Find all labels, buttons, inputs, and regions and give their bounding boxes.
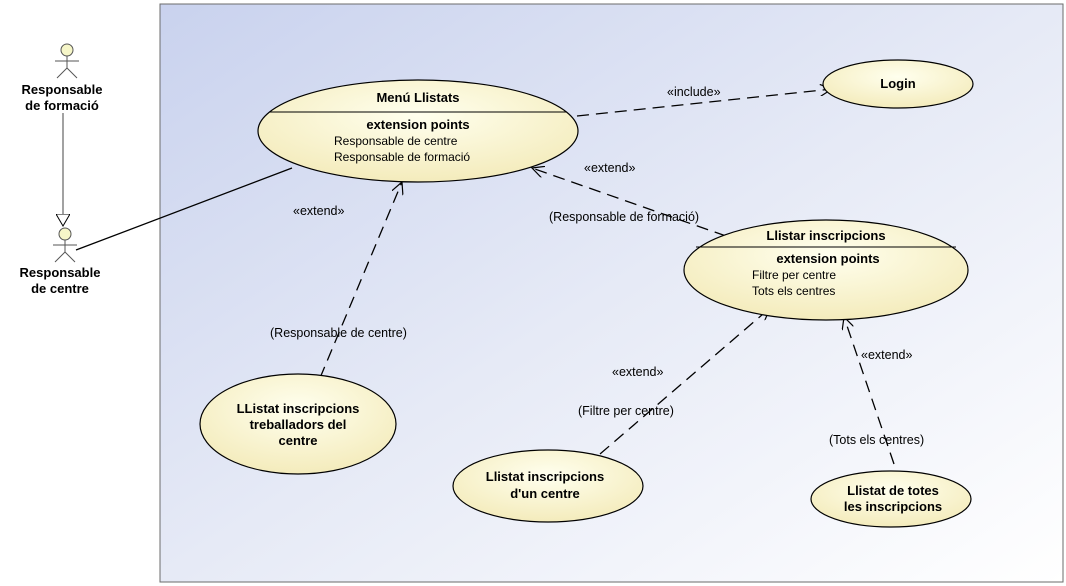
use-case-title: Llistar inscripcions [766,228,885,243]
actor-label-line: Responsable [20,265,101,280]
include-label: «include» [667,85,721,99]
use-case-title: Menú Llistats [376,90,459,105]
extension-points-header: extension points [366,117,469,132]
use-case-llistar-inscripcions[interactable]: Llistar inscripcions extension points Fi… [683,219,969,321]
extend-arrow-treballadors [319,182,402,379]
use-case-title-line: d'un centre [510,486,580,501]
actor-label-line: de formació [25,98,99,113]
condition-label: (Responsable de formació) [549,210,699,224]
use-case-login[interactable]: Login [822,59,974,109]
include-arrow [576,89,832,117]
stick-figure-icon [53,227,77,263]
use-case-title-line: LListat inscripcions [237,401,360,416]
use-case-llistat-un-centre[interactable]: Llistat inscripcions d'un centre [452,449,644,523]
extend-label: «extend» [861,348,912,362]
use-case-title-line: Llistat inscripcions [486,469,604,484]
extension-point: Responsable de centre [334,134,458,148]
extension-points-header: extension points [776,251,879,266]
actor-responsable-centre[interactable]: Responsable de centre [20,227,101,296]
actor-label-line: Responsable [22,82,103,97]
use-case-menu-llistats[interactable]: Menú Llistats extension points Responsab… [257,79,579,183]
condition-label: (Responsable de centre) [270,326,407,340]
extend-label: «extend» [584,161,635,175]
extend-label: «extend» [612,365,663,379]
use-case-llistat-totes[interactable]: Llistat de totes les inscripcions [810,470,972,528]
extend-arrow-totes [844,317,895,465]
condition-label: (Filtre per centre) [578,404,674,418]
extension-point: Filtre per centre [752,268,836,282]
actor-responsable-formacio[interactable]: Responsable de formació [22,43,103,113]
condition-label: (Tots els centres) [829,433,924,447]
use-case-title: Login [880,76,915,91]
extension-point: Responsable de formació [334,150,470,164]
use-case-title-line: treballadors del [250,417,347,432]
use-case-title-line: centre [278,433,317,448]
extension-point: Tots els centres [752,284,835,298]
use-case-title-line: les inscripcions [844,499,942,514]
stick-figure-icon [55,43,79,79]
use-case-title-line: Llistat de totes [847,483,939,498]
use-case-llistat-treballadors[interactable]: LListat inscripcions treballadors del ce… [199,373,397,475]
association-line [75,167,293,251]
extend-label: «extend» [293,204,344,218]
extend-arrow-llistar [532,168,727,237]
actor-label-line: de centre [31,281,89,296]
